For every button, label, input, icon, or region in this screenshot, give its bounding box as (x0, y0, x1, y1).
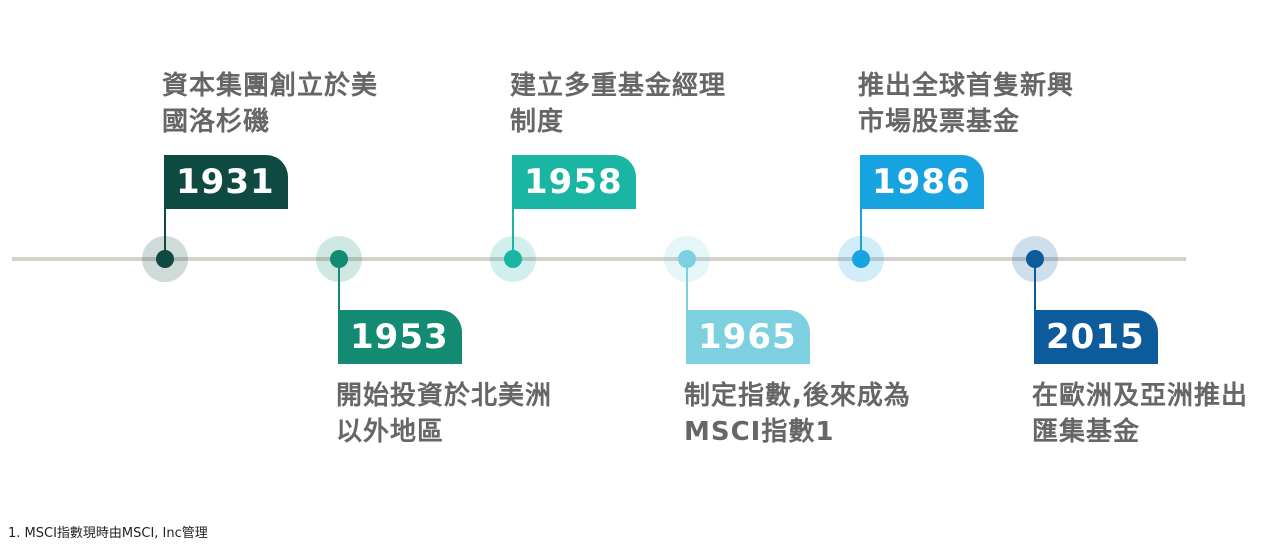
year-flag-1931: 1931 (164, 155, 288, 209)
milestone-dot-1958 (504, 250, 522, 268)
timeline-axis (12, 257, 1186, 261)
year-flag-1986: 1986 (860, 155, 984, 209)
milestone-event-1958: 建立多重基金經理制度 (510, 71, 727, 137)
footnote: 1. MSCI指數現時由MSCI, Inc管理 (8, 526, 208, 541)
milestone-event-1931: 資本集團創立於美國洛杉磯 (162, 71, 379, 137)
milestone-dot-1931 (156, 250, 174, 268)
year-flag-1953: 1953 (338, 310, 462, 364)
year-flag-2015: 2015 (1034, 310, 1158, 364)
milestone-event-1986: 推出全球首隻新興市場股票基金 (858, 71, 1075, 137)
milestone-event-2015: 在歐洲及亞洲推出匯集基金 (1032, 381, 1249, 447)
milestone-event-1953: 開始投資於北美洲以外地區 (336, 381, 553, 447)
milestone-dot-1986 (852, 250, 870, 268)
milestone-event-1965: 制定指數,後來成為MSCI指數1 (684, 381, 911, 447)
year-flag-1965: 1965 (686, 310, 810, 364)
year-flag-1958: 1958 (512, 155, 636, 209)
